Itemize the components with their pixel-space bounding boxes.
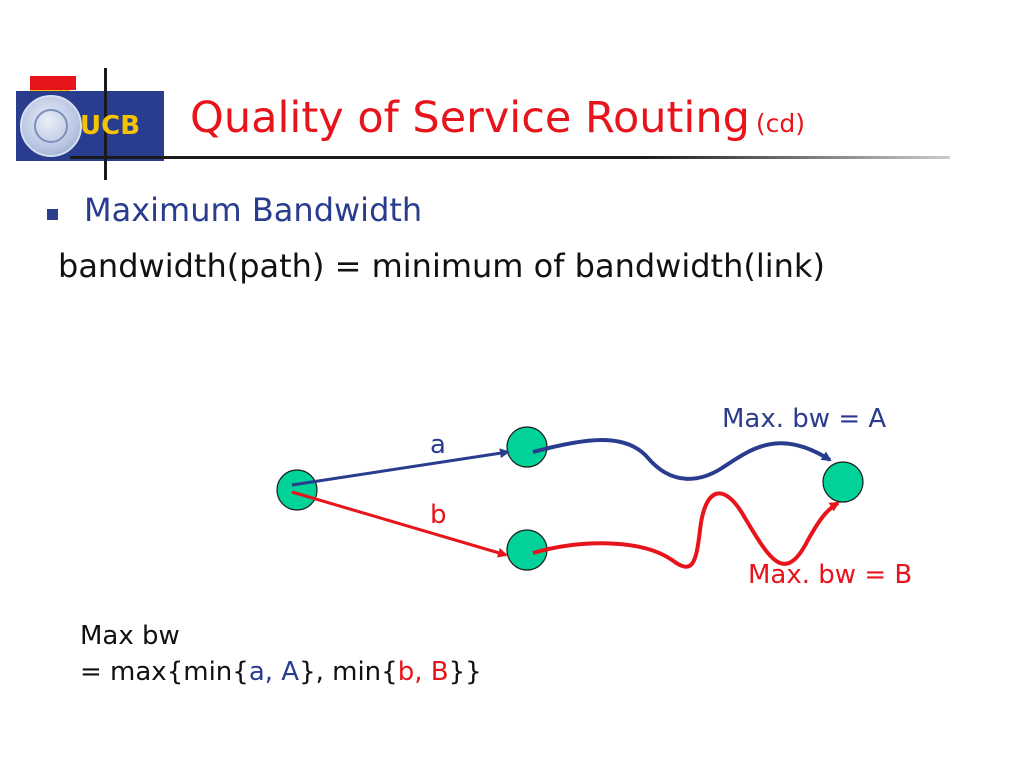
formula-suffix: }} bbox=[448, 657, 482, 687]
path-b-curve bbox=[532, 491, 840, 569]
university-seal-icon bbox=[20, 95, 82, 157]
logo-vertical-line bbox=[104, 68, 107, 180]
upper-node bbox=[506, 426, 548, 468]
slide-title: Quality of Service Routing(cd) bbox=[190, 93, 805, 143]
formula-prefix: = max{min{ bbox=[80, 657, 249, 687]
formula-line-1: Max bw bbox=[80, 621, 180, 651]
link-b-arrow bbox=[291, 490, 508, 558]
formula-b-part: b, B bbox=[397, 657, 449, 687]
definition-text: bandwidth(path) = minimum of bandwidth(l… bbox=[58, 247, 825, 285]
destination-node bbox=[822, 461, 864, 503]
title-main: Quality of Service Routing bbox=[190, 93, 750, 143]
link-a-arrow bbox=[291, 448, 510, 487]
logo-red-bar bbox=[30, 76, 76, 90]
formula-a-part: a, A bbox=[248, 657, 300, 687]
title-sub: (cd) bbox=[755, 109, 806, 138]
seal-inner-ring bbox=[34, 109, 68, 143]
path-a-curve bbox=[532, 438, 832, 481]
path-b-label: Max. bw = B bbox=[748, 560, 913, 590]
bullet-marker bbox=[47, 209, 58, 220]
path-a-label: Max. bw = A bbox=[722, 404, 887, 434]
formula-line-2: = max{min{a, A}, min{b, B}} bbox=[80, 654, 482, 690]
source-node bbox=[276, 469, 318, 511]
title-underline bbox=[70, 156, 950, 159]
link-a-label: a bbox=[430, 430, 446, 460]
bullet-text: Maximum Bandwidth bbox=[84, 191, 423, 229]
formula: Max bw = max{min{a, A}, min{b, B}} bbox=[80, 618, 482, 690]
formula-middle: }, min{ bbox=[299, 657, 398, 687]
link-b-label: b bbox=[430, 500, 447, 530]
logo-text: UCB bbox=[80, 111, 141, 141]
